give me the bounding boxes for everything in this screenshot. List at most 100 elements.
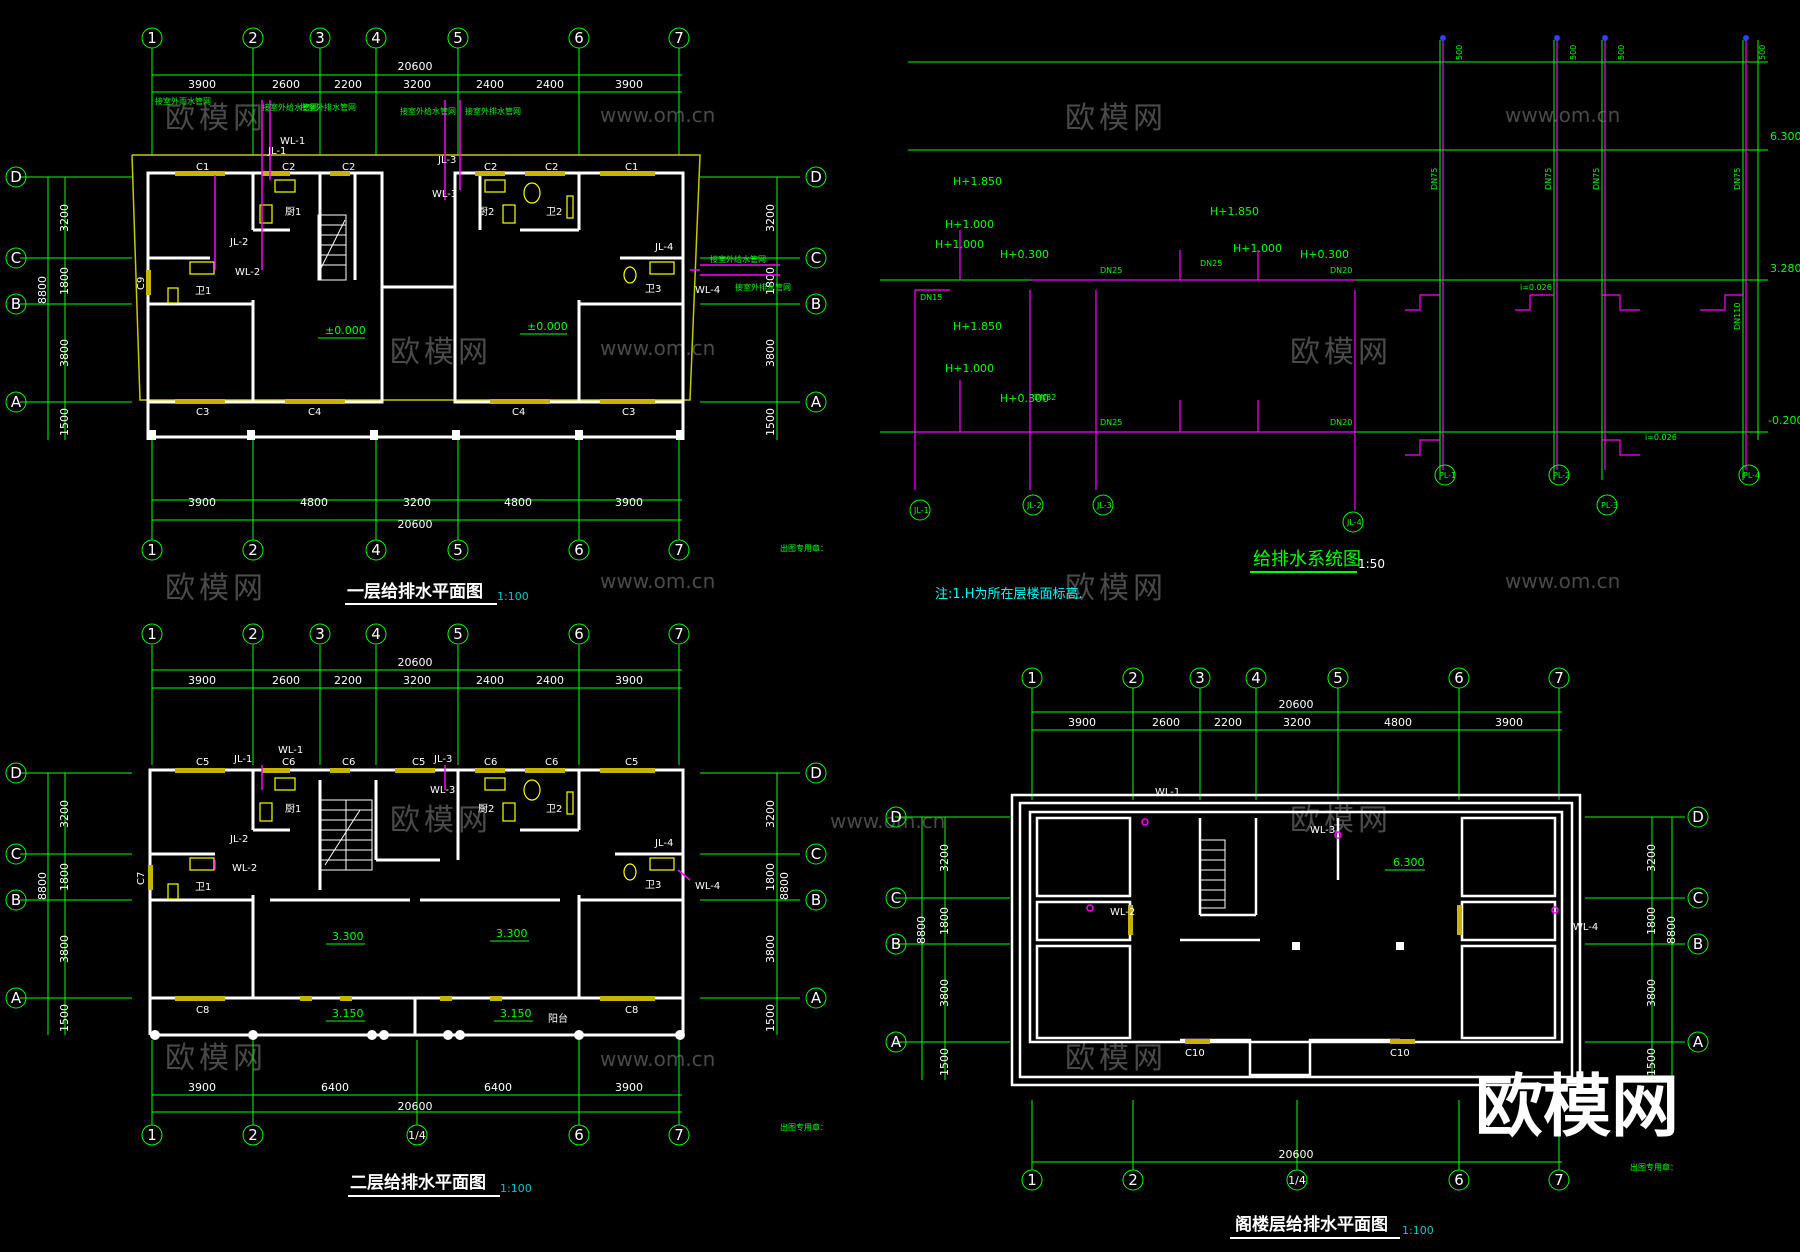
system-scale: 1:50: [1358, 557, 1385, 571]
system-label: PL-4: [1743, 471, 1760, 480]
grid-label: 7: [1554, 1171, 1564, 1189]
pipe-size: DN25: [1100, 266, 1122, 275]
dimension: 3200: [1645, 844, 1658, 872]
dimension: 4800: [1384, 716, 1412, 729]
pipe-label: JL-2: [229, 834, 248, 845]
dimension: 1500: [58, 1004, 71, 1032]
pipe-note: 接室外给水管网: [710, 254, 766, 264]
dimension: 3800: [58, 339, 71, 367]
dimension: 3900: [615, 78, 643, 91]
dimension: 3900: [188, 674, 216, 687]
window-label: C6: [282, 757, 295, 768]
pipe-size: DN15: [920, 293, 942, 302]
dimension: 2400: [536, 674, 564, 687]
grid-label: 1: [147, 541, 157, 559]
grid-label: B: [1693, 935, 1703, 953]
dimension: 3900: [188, 78, 216, 91]
grid-label: 1/4: [408, 1129, 426, 1142]
window-label: C3: [622, 407, 635, 418]
grid-label: 5: [453, 541, 463, 559]
dimension: 20600: [1279, 698, 1314, 711]
dimension: 20600: [398, 518, 433, 531]
room-label: 卫1: [195, 882, 211, 893]
window-label: C5: [625, 757, 638, 768]
dimension: 3800: [764, 935, 777, 963]
dimension: 2200: [334, 78, 362, 91]
window-label: C4: [512, 407, 525, 418]
level-tag: -0.200: [1768, 414, 1800, 427]
stamp-note: 出图专用章：: [1630, 1162, 1678, 1172]
dimension: 1500: [1645, 1048, 1658, 1076]
elevation-tag: H+1.000: [1233, 242, 1282, 255]
dimension: 3900: [1495, 716, 1523, 729]
grid-label: 5: [1333, 669, 1343, 687]
pipe-label: JL-4: [654, 242, 673, 253]
system-note: 注:1.H为所在层楼面标高.: [935, 586, 1083, 602]
grid-label: C: [811, 845, 821, 863]
system-label: PL-1: [1439, 471, 1456, 480]
grid-label: 6: [574, 541, 584, 559]
pipe-size: DN20: [1330, 418, 1352, 427]
floor-level: ±0.000: [325, 324, 366, 337]
pipe-size: DN110: [1733, 303, 1742, 330]
window-label: C4: [308, 407, 321, 418]
pipe-label: WL-3: [430, 785, 455, 796]
grid-label: 1: [147, 1126, 157, 1144]
dimension: 3900: [1068, 716, 1096, 729]
grid-label: 1: [1027, 669, 1037, 687]
grid-label: C: [891, 889, 901, 907]
dimension: 3200: [1283, 716, 1311, 729]
riser-dim: 500: [1758, 45, 1767, 60]
elevation-tag: H+1.850: [1210, 205, 1259, 218]
room-label: 厨1: [285, 206, 301, 218]
grid-label: 7: [674, 1126, 684, 1144]
dimension: 3800: [58, 935, 71, 963]
dimension: 20600: [398, 656, 433, 669]
grid-label: A: [811, 989, 822, 1007]
pipe-label: WL-2: [235, 267, 260, 278]
dimension: 3800: [1645, 979, 1658, 1007]
grid-label: D: [10, 764, 22, 782]
pipe-note: 接室外雨水管网: [155, 96, 211, 106]
pipe-note: 接室外给水管网: [400, 106, 456, 116]
dimension: 2400: [476, 78, 504, 91]
window-label: C10: [1185, 1048, 1205, 1059]
elevation-tag: H+1.850: [953, 175, 1002, 188]
grid-label: B: [891, 935, 901, 953]
dimension: 2200: [1214, 716, 1242, 729]
dimension: 3900: [188, 496, 216, 509]
pipe-label: JL-1: [233, 754, 252, 765]
level-tag: 3.280: [1770, 262, 1800, 275]
balcony-label: 阳台: [548, 1012, 568, 1025]
level-tag: 6.300: [1770, 130, 1800, 143]
plan-scale: 1:100: [1402, 1224, 1434, 1237]
window-label: C10: [1390, 1048, 1410, 1059]
dimension: 3900: [615, 674, 643, 687]
dimension: 1500: [764, 1004, 777, 1032]
floor-level: ±0.000: [527, 320, 568, 333]
watermark-cn: 欧模网: [165, 571, 267, 606]
grid-label: 1/4: [1288, 1174, 1306, 1187]
grid-label: D: [1692, 808, 1704, 826]
grid-label: 6: [1454, 669, 1464, 687]
riser-dim: 500: [1569, 45, 1578, 60]
pipe-label: JL-3: [437, 155, 456, 166]
plan-scale: 1:100: [497, 590, 529, 603]
grid-label: A: [811, 393, 822, 411]
dimension: 8800: [36, 872, 49, 900]
grid-label: 1: [1027, 1171, 1037, 1189]
window-label: C2: [484, 162, 497, 173]
watermark-cn: 欧模网: [1065, 1041, 1167, 1076]
watermark-url: www.om.cn: [600, 103, 715, 127]
grid-label: C: [11, 845, 21, 863]
plan-title: 二层给排水平面图: [350, 1172, 486, 1193]
grid-label: 2: [248, 541, 258, 559]
grid-label: 6: [574, 1126, 584, 1144]
room-label: 厨1: [285, 803, 301, 815]
window-label: C8: [625, 1005, 638, 1016]
grid-label: 2: [248, 625, 258, 643]
grid-label: 2: [248, 1126, 258, 1144]
elevation-tag: H+1.850: [953, 320, 1002, 333]
watermark-cn: 欧模网: [1290, 335, 1392, 370]
grid-label: 6: [574, 625, 584, 643]
